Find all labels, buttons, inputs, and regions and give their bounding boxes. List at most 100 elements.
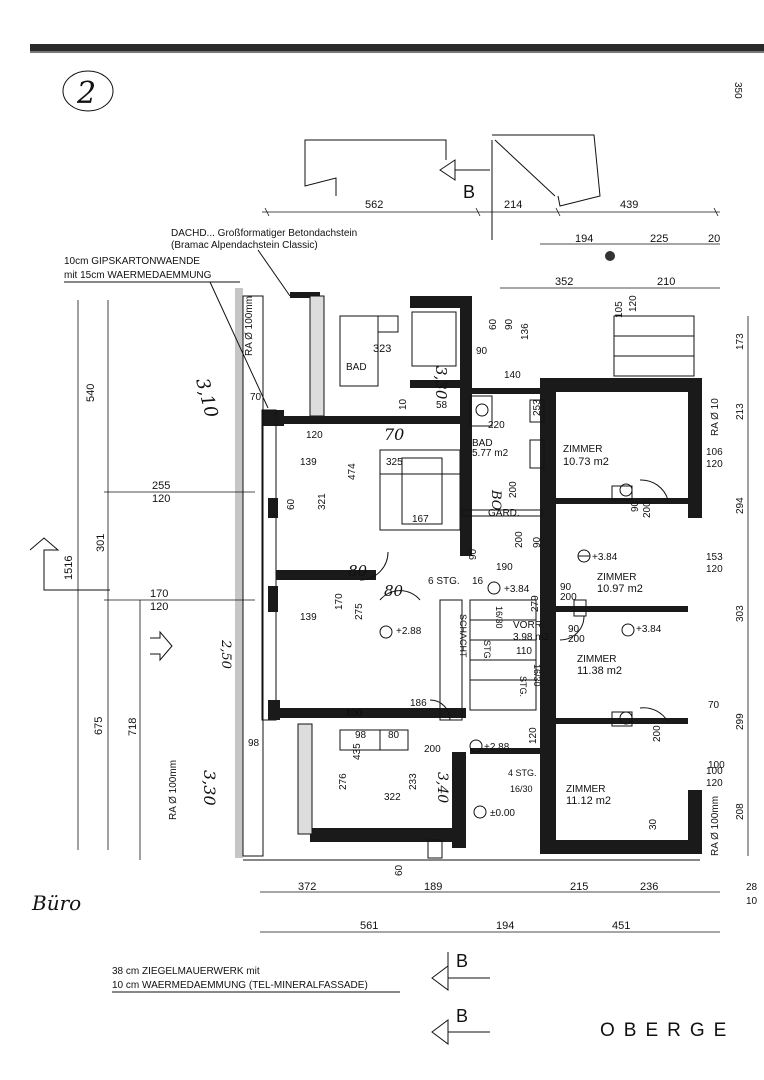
svg-text:98: 98	[248, 738, 260, 749]
svg-text:220: 220	[488, 420, 505, 431]
svg-text:58: 58	[436, 400, 448, 411]
dim-right-5: 294	[735, 497, 746, 514]
svg-text:60: 60	[286, 498, 297, 510]
dim-left-1: 540	[85, 384, 97, 402]
svg-text:435: 435	[352, 743, 363, 760]
note-drywall-line1: 10cm GIPSKARTONWAENDE	[64, 256, 200, 267]
sheet-number-circle	[62, 70, 114, 112]
dim-top-8: 210	[657, 276, 675, 288]
room-z1-area: 10.73 m2	[563, 456, 609, 468]
room-z1-label: ZIMMER	[563, 444, 602, 455]
hand-note-8: 3,40	[434, 772, 450, 803]
dim-top-3: 439	[620, 199, 638, 211]
level-2: +3.84	[504, 584, 530, 595]
svg-text:120: 120	[628, 295, 639, 312]
svg-text:200: 200	[568, 634, 585, 645]
level-1: +3.84	[592, 552, 618, 563]
dim-right-9: 299	[735, 713, 746, 730]
svg-text:200: 200	[508, 481, 519, 498]
svg-text:80: 80	[388, 730, 400, 741]
outer-walls	[235, 288, 702, 858]
svg-text:98: 98	[355, 730, 367, 741]
svg-text:200: 200	[642, 501, 653, 518]
roof-outline-right	[492, 134, 601, 207]
svg-text:279: 279	[530, 595, 541, 612]
hand-note-5: 80	[348, 562, 368, 580]
svg-text:200: 200	[424, 744, 441, 755]
level-4: +2.88	[396, 626, 422, 637]
room-bad2-area: 5.77 m2	[472, 448, 509, 459]
svg-text:105: 105	[614, 301, 625, 318]
hand-note-1: 3,10	[191, 376, 222, 420]
svg-text:110: 110	[516, 646, 532, 657]
sheet-title: OBERGE	[600, 1020, 735, 1041]
hand-note-3: 3,30	[432, 366, 450, 400]
svg-text:233: 233	[408, 773, 419, 790]
stair-1: 6 STG.	[428, 576, 460, 587]
dim-right-7: 120	[706, 564, 723, 575]
svg-text:16/30: 16/30	[494, 606, 504, 629]
svg-text:167: 167	[412, 514, 429, 525]
ra-1: RA Ø 100mm	[244, 296, 255, 356]
room-gard-label: GARD.	[488, 508, 520, 519]
hand-note-buero: Büro	[31, 891, 81, 915]
interior-lines	[242, 295, 700, 861]
stair-3: STG.	[518, 676, 528, 697]
dim-right-4: 120	[706, 459, 723, 470]
svg-text:10: 10	[398, 398, 409, 410]
section-mark-bottom-2: B	[456, 1006, 468, 1026]
room-z2-label: ZIMMER	[597, 572, 636, 583]
svg-text:30: 30	[648, 818, 659, 830]
direction-arrow	[150, 630, 173, 662]
dim-bottom-2: 60	[394, 864, 405, 876]
dim-bottom-6: 561	[360, 920, 378, 932]
dim-right-3: 106	[706, 447, 723, 458]
level-5: +2.88	[484, 742, 510, 753]
svg-text:16/30: 16/30	[532, 664, 542, 687]
svg-text:170: 170	[334, 593, 345, 610]
section-mark-bottom-1: B	[456, 951, 468, 971]
note-roof-line2: (Bramac Alpendachstein Classic)	[171, 240, 318, 251]
svg-text:90: 90	[532, 536, 543, 548]
room-bad1-width: 323	[373, 343, 391, 355]
svg-text:253: 253	[532, 399, 543, 416]
svg-text:90: 90	[504, 318, 515, 330]
svg-text:100: 100	[708, 760, 725, 771]
room-z3-area: 11.38 m2	[577, 665, 622, 677]
note-roof-line1: DACHD... Großformatiger Betondachstein	[171, 228, 357, 239]
note-drywall-line2: mit 15cm WAERMEDAEMMUNG	[64, 270, 212, 281]
stair-4: 4 STG.	[508, 768, 537, 778]
svg-text:275: 275	[354, 603, 365, 620]
svg-text:90: 90	[560, 582, 572, 593]
dim-top-6: 20	[708, 233, 720, 245]
svg-text:186: 186	[410, 698, 427, 709]
svg-text:200: 200	[514, 531, 525, 548]
entrance-arrow	[29, 537, 110, 591]
dim-left-3: 120	[152, 493, 170, 505]
ra-3: RA Ø 100mm	[710, 796, 721, 856]
svg-text:70: 70	[250, 392, 262, 403]
svg-text:90: 90	[630, 500, 641, 512]
hand-note-4: 2,50	[218, 639, 233, 669]
room-vorr-label: VORR.	[513, 620, 545, 631]
svg-text:70: 70	[708, 700, 720, 711]
svg-text:60: 60	[488, 318, 499, 330]
hand-note-6: 80	[384, 582, 404, 600]
svg-text:322: 322	[384, 792, 401, 803]
svg-text:120: 120	[528, 727, 539, 744]
svg-text:90: 90	[568, 624, 580, 635]
section-arrow-bottom-2	[431, 1019, 449, 1045]
dim-bottom-9: 28	[746, 882, 758, 893]
room-z4-label: ZIMMER	[566, 784, 605, 795]
room-bad2-label: BAD	[472, 438, 493, 449]
note-masonry-line2: 10 cm WAERMEDAEMMUNG (TEL-MINERALFASSADE…	[112, 980, 368, 991]
stair-2: STG.	[482, 640, 492, 661]
svg-text:276: 276	[338, 773, 349, 790]
svg-text:321: 321	[317, 493, 328, 510]
room-z3-label: ZIMMER	[577, 654, 616, 665]
room-z2-area: 10.97 m2	[597, 583, 643, 595]
sheet-number: 2	[76, 76, 96, 111]
dim-bottom-1: 372	[298, 881, 316, 893]
svg-text:136: 136	[520, 323, 531, 340]
level-3: +3.84	[636, 624, 662, 635]
